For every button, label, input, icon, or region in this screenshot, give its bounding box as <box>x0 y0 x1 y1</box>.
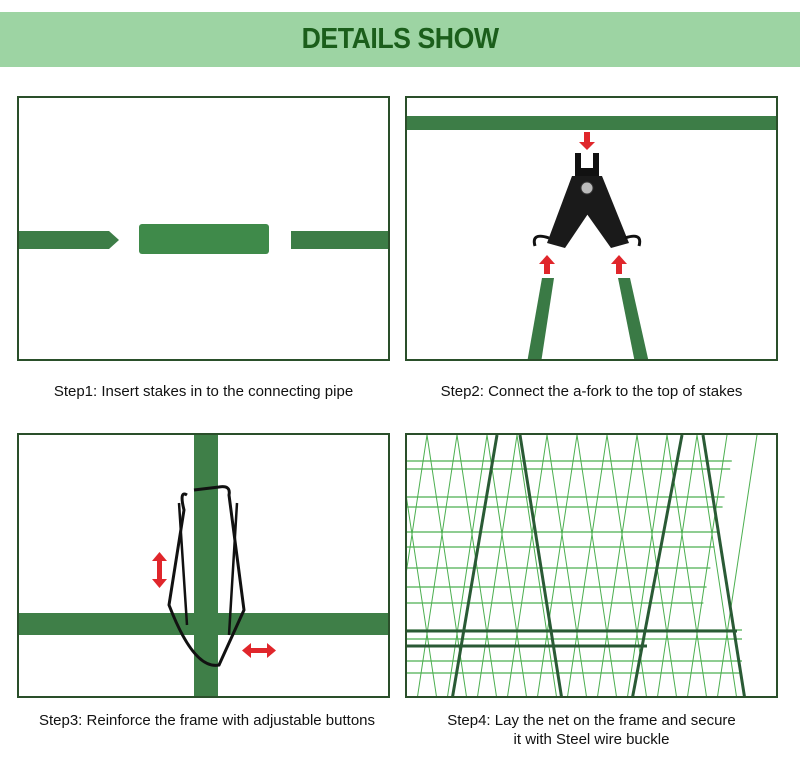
step1-caption: Step1: Insert stakes in to the connectin… <box>53 383 354 400</box>
page-title: DETAILS SHOW <box>301 23 499 55</box>
step4-caption-line1: Step4: Lay the net on the frame and secu… <box>447 712 736 729</box>
step4-caption-line2: it with Steel wire buckle <box>513 731 670 748</box>
net-on-frame-illustration <box>407 435 758 696</box>
step4-image <box>405 433 778 698</box>
a-fork-illustration <box>407 116 776 359</box>
frame-buckle-illustration <box>19 435 388 696</box>
arrow-icon <box>539 132 627 274</box>
stakes-and-connector-illustration <box>19 224 388 254</box>
step1-image <box>17 96 390 361</box>
arrow-icon <box>152 552 276 658</box>
step3-caption: Step3: Reinforce the frame with adjustab… <box>38 712 376 729</box>
header-banner: DETAILS SHOW <box>0 12 800 67</box>
step2-image <box>405 96 778 361</box>
step3-image <box>17 433 390 698</box>
step2-caption: Step2: Connect the a-fork to the top of … <box>440 383 743 400</box>
step4-caption: Step4: Lay the net on the frame and secu… <box>405 711 778 749</box>
